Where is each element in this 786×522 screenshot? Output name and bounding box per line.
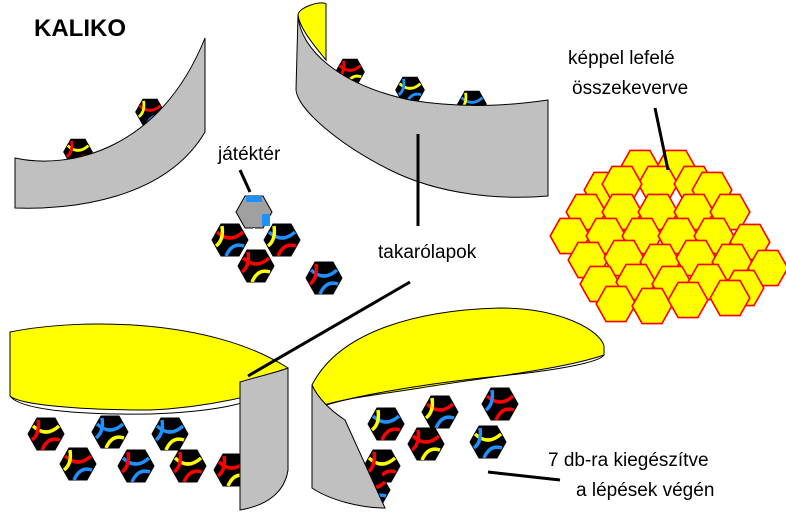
label-facedown-line2: összekeverve (572, 78, 688, 99)
label-play-area: játéktér (217, 144, 281, 165)
screen-top-left (15, 38, 205, 208)
title: KALIKO (34, 15, 126, 42)
screen-tile-1 (368, 408, 404, 440)
screen-tile-6 (170, 450, 206, 482)
screen-bottom-left-tiles (28, 416, 250, 486)
screen-tile-4 (60, 448, 96, 480)
screen-tile-5 (470, 426, 506, 458)
label-refill-line2: a lépések végén (576, 480, 714, 501)
pointer-play-area (240, 170, 250, 192)
screen-top-center (296, 3, 548, 197)
play-area-tile-1 (212, 224, 248, 256)
screen-tile-2 (92, 416, 128, 448)
label-facedown-line1: képpel lefelé (568, 48, 675, 69)
screen-bottom-left-wall (240, 368, 288, 510)
play-area-tile-3 (238, 250, 274, 282)
screen-tile-3 (482, 388, 518, 420)
screen-bottom-center-inner (312, 308, 604, 410)
play-area-tile-4 (306, 262, 342, 294)
label-screens: takarólapok (378, 242, 477, 263)
pointer-refill (488, 472, 560, 480)
play-area-tiles (212, 196, 342, 294)
screen-bottom-center-wall (312, 385, 385, 508)
screen-top-left-wall (15, 38, 205, 208)
label-refill-line1: 7 db-ra kiegészítve (548, 450, 709, 471)
screen-bottom-left (10, 324, 288, 510)
screen-top-center-wall (296, 15, 548, 197)
screen-bottom-center (312, 308, 604, 508)
screen-tile-5 (118, 450, 154, 482)
screen-bottom-center-tiles (354, 388, 518, 506)
face-down-pile (550, 150, 786, 323)
play-area-tile-2 (264, 224, 300, 256)
screen-tile-4 (408, 428, 444, 460)
screen-tile-1 (28, 418, 64, 450)
screen-tile-3 (152, 418, 188, 450)
screen-tile-2 (422, 396, 458, 428)
